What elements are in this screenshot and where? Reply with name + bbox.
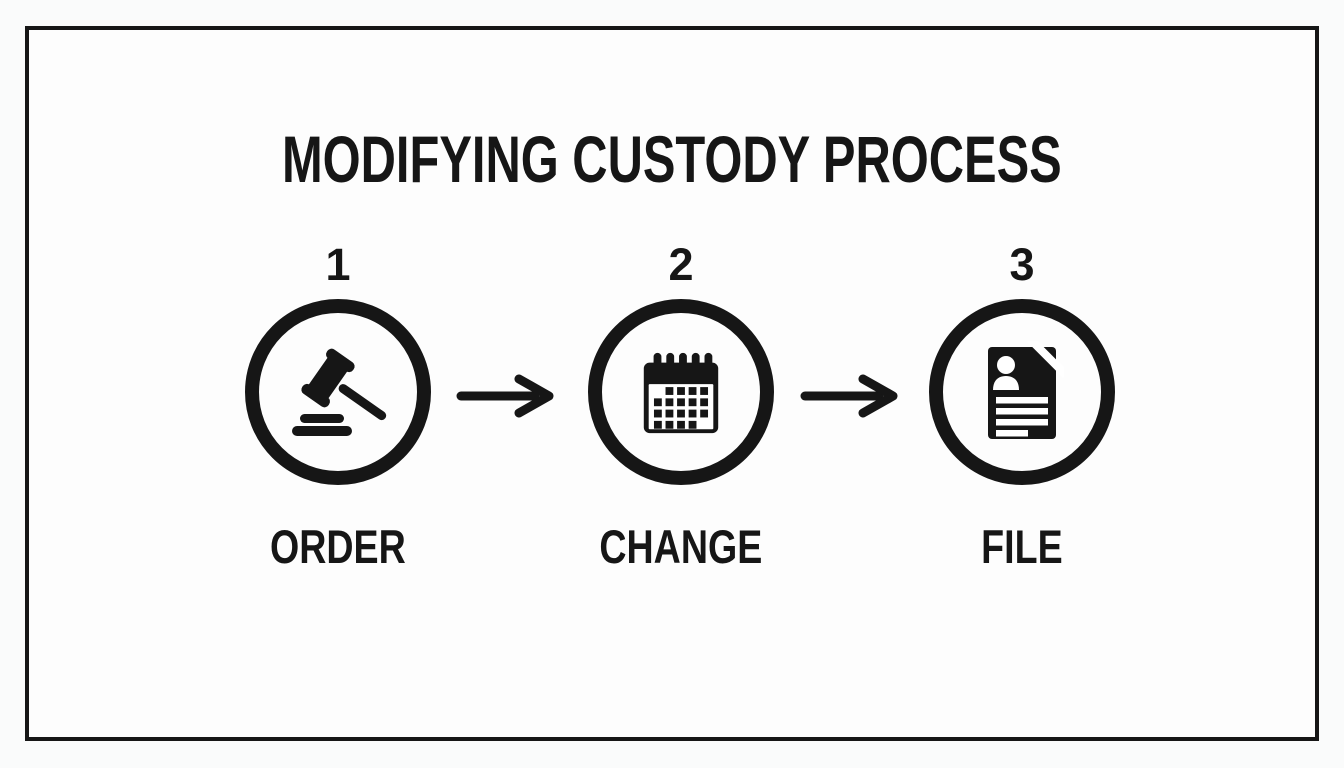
calendar-icon bbox=[634, 345, 728, 439]
step-file-circle bbox=[929, 298, 1115, 485]
step-order: 1 ORDER bbox=[223, 236, 453, 570]
step-file-number: 3 bbox=[1009, 239, 1035, 290]
step-order-number: 1 bbox=[325, 239, 351, 290]
page-title-text: MODIFYING CUSTODY PROCESS bbox=[282, 122, 1062, 196]
arrow-right-icon bbox=[455, 372, 559, 420]
step-change-number: 2 bbox=[668, 239, 694, 290]
step-change-circle bbox=[588, 298, 774, 485]
document-icon bbox=[980, 340, 1064, 443]
step-change-label: CHANGE bbox=[599, 519, 763, 573]
page-title: MODIFYING CUSTODY PROCESS bbox=[0, 126, 1344, 192]
step-file: 3 FILE bbox=[907, 236, 1137, 570]
arrow-right-icon bbox=[799, 372, 903, 420]
step-order-circle bbox=[245, 298, 431, 485]
step-change: 2 bbox=[566, 236, 796, 570]
step-order-label: ORDER bbox=[270, 519, 406, 573]
step-file-label: FILE bbox=[981, 519, 1063, 573]
gavel-icon bbox=[282, 344, 394, 440]
